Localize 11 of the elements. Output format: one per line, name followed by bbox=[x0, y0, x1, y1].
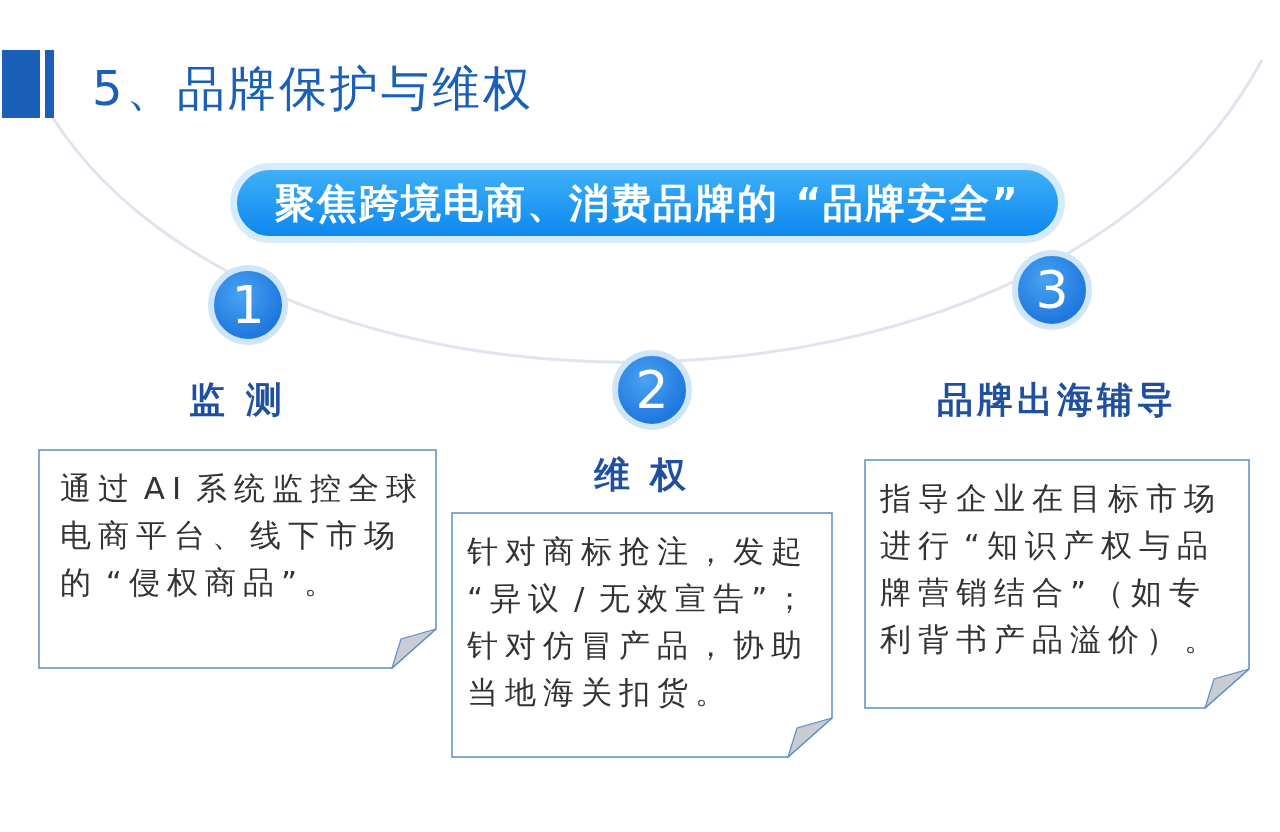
note-text: 通过 AI 系统监控全球电商平台、线下市场的 “侵权商品”。 bbox=[59, 469, 426, 602]
section-heading: 品牌出海辅导 bbox=[937, 378, 1177, 422]
number-circle: 3 bbox=[1012, 250, 1092, 330]
section-heading: 监 测 bbox=[189, 378, 286, 422]
note-text: 针对商标抢注，发起“异议 / 无效宣告”；针对仿冒产品，协助当地海关扣货。 bbox=[466, 532, 814, 712]
note-text: 指导企业在目标市场进行 “知识产权与品牌营销结合”（如专利背书产品溢价）。 bbox=[879, 479, 1223, 659]
section-heading: 维 权 bbox=[593, 453, 691, 497]
banner: 聚焦跨境电商、消费品牌的 “品牌安全” bbox=[230, 163, 1065, 243]
page-title: 5、品牌保护与维权 bbox=[92, 59, 534, 118]
number-circle: 1 bbox=[208, 265, 288, 345]
number-circle: 2 bbox=[612, 350, 692, 430]
